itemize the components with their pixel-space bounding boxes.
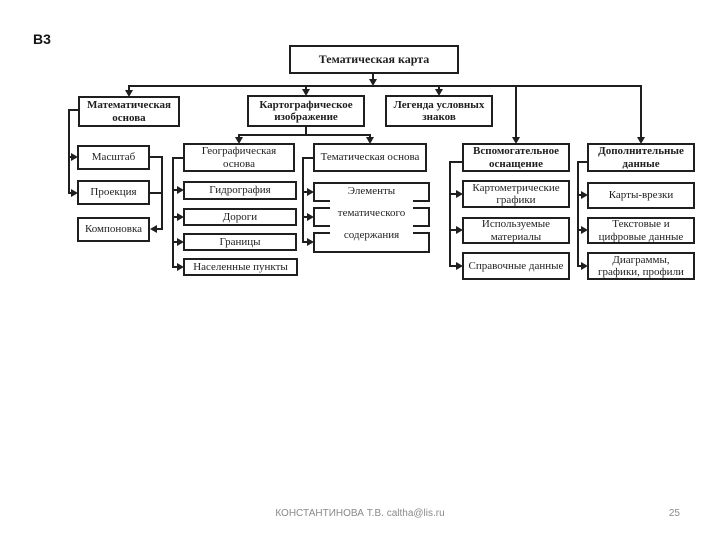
arrow-down-icon (302, 89, 310, 96)
connector-line (173, 157, 183, 159)
connector-line (577, 194, 584, 196)
node-settlements: Населенные пункты (183, 258, 298, 276)
connector-line (238, 134, 371, 136)
connector-line (172, 189, 180, 191)
connector-line (172, 216, 180, 218)
connector-line (128, 85, 642, 87)
connector-line (578, 161, 587, 163)
connector-line (238, 134, 240, 139)
arrow-right-icon (307, 238, 314, 246)
connector-line (302, 191, 310, 193)
arrow-right-icon (71, 189, 78, 197)
node-thematic-basis: Тематическая основа (313, 143, 427, 172)
node-math-basis: Математическая основа (78, 96, 180, 127)
node-thematic-map: Тематическая карта (289, 45, 459, 74)
connector-line (449, 265, 458, 267)
arrow-down-icon (637, 137, 645, 144)
arrow-right-icon (456, 190, 463, 198)
node-hydrography: Гидрография (183, 181, 297, 200)
arrow-down-icon (369, 79, 377, 86)
arrow-right-icon (456, 262, 463, 270)
node-projection: Проекция (77, 180, 150, 205)
connector-line (305, 86, 307, 91)
arrow-down-icon (125, 90, 133, 97)
connector-line (640, 86, 642, 139)
thematic-elements-mask (330, 186, 413, 248)
arrow-down-icon (512, 137, 520, 144)
arrow-right-icon (307, 188, 314, 196)
arrow-right-icon (177, 213, 184, 221)
node-geographic-basis: Географическая основа (183, 143, 295, 172)
node-cartometric-graphics: Картометрические графики (462, 180, 570, 208)
arrow-right-icon (71, 153, 78, 161)
arrow-down-icon (235, 137, 243, 144)
slide-label: В3 (33, 31, 51, 47)
node-auxiliary-equipment: Вспомогательное оснащение (462, 143, 570, 172)
node-composition: Компоновка (77, 217, 150, 242)
connector-line (161, 156, 163, 230)
connector-line (155, 228, 163, 230)
connector-line (150, 192, 163, 194)
connector-line (302, 241, 310, 243)
connector-line (449, 229, 458, 231)
arrow-right-icon (177, 263, 184, 271)
node-text-numeric-data: Текстовые и цифровые данные (587, 217, 695, 244)
connector-line (369, 134, 371, 139)
node-used-materials: Используемые материалы (462, 217, 570, 244)
arrow-right-icon (456, 226, 463, 234)
arrow-right-icon (581, 226, 588, 234)
connector-line (577, 265, 584, 267)
node-legend: Легенда условных знаков (385, 95, 493, 127)
connector-line (150, 156, 163, 158)
arrow-left-icon (150, 225, 157, 233)
connector-line (303, 157, 313, 159)
arrow-right-icon (177, 186, 184, 194)
connector-line (577, 161, 579, 267)
node-borders: Границы (183, 233, 297, 251)
connector-line (449, 161, 451, 267)
connector-line (449, 193, 458, 195)
node-cartographic-image: Картографическое изображение (247, 95, 365, 127)
node-inset-maps: Карты-врезки (587, 182, 695, 209)
connector-line (438, 86, 440, 91)
arrow-right-icon (307, 213, 314, 221)
connector-line (68, 109, 78, 111)
page-number: 25 (668, 508, 680, 519)
connector-line (128, 86, 130, 92)
arrow-down-icon (435, 89, 443, 96)
connector-line (172, 241, 180, 243)
connector-line (68, 109, 70, 194)
arrow-right-icon (581, 262, 588, 270)
connector-line (302, 216, 310, 218)
connector-line (172, 157, 174, 268)
footer-author: КОНСТАНТИНОВА Т.В. caltha@lis.ru (275, 508, 445, 519)
connector-line (372, 74, 374, 82)
node-additional-data: Дополнительные данные (587, 143, 695, 172)
connector-line (450, 161, 462, 163)
node-thematic-elements-label: Элементы тематического содержания (337, 185, 406, 241)
connector-line (172, 266, 180, 268)
node-scale: Масштаб (77, 145, 150, 170)
arrow-right-icon (177, 238, 184, 246)
connector-line (577, 229, 584, 231)
connector-line (515, 86, 517, 139)
connector-line (305, 127, 307, 136)
arrow-down-icon (366, 137, 374, 144)
arrow-right-icon (581, 191, 588, 199)
connector-line (302, 157, 304, 243)
node-roads: Дороги (183, 208, 297, 226)
node-diagrams-graphs-profiles: Диаграммы, графики, профили (587, 252, 695, 280)
node-reference-data: Справочные данные (462, 252, 570, 280)
